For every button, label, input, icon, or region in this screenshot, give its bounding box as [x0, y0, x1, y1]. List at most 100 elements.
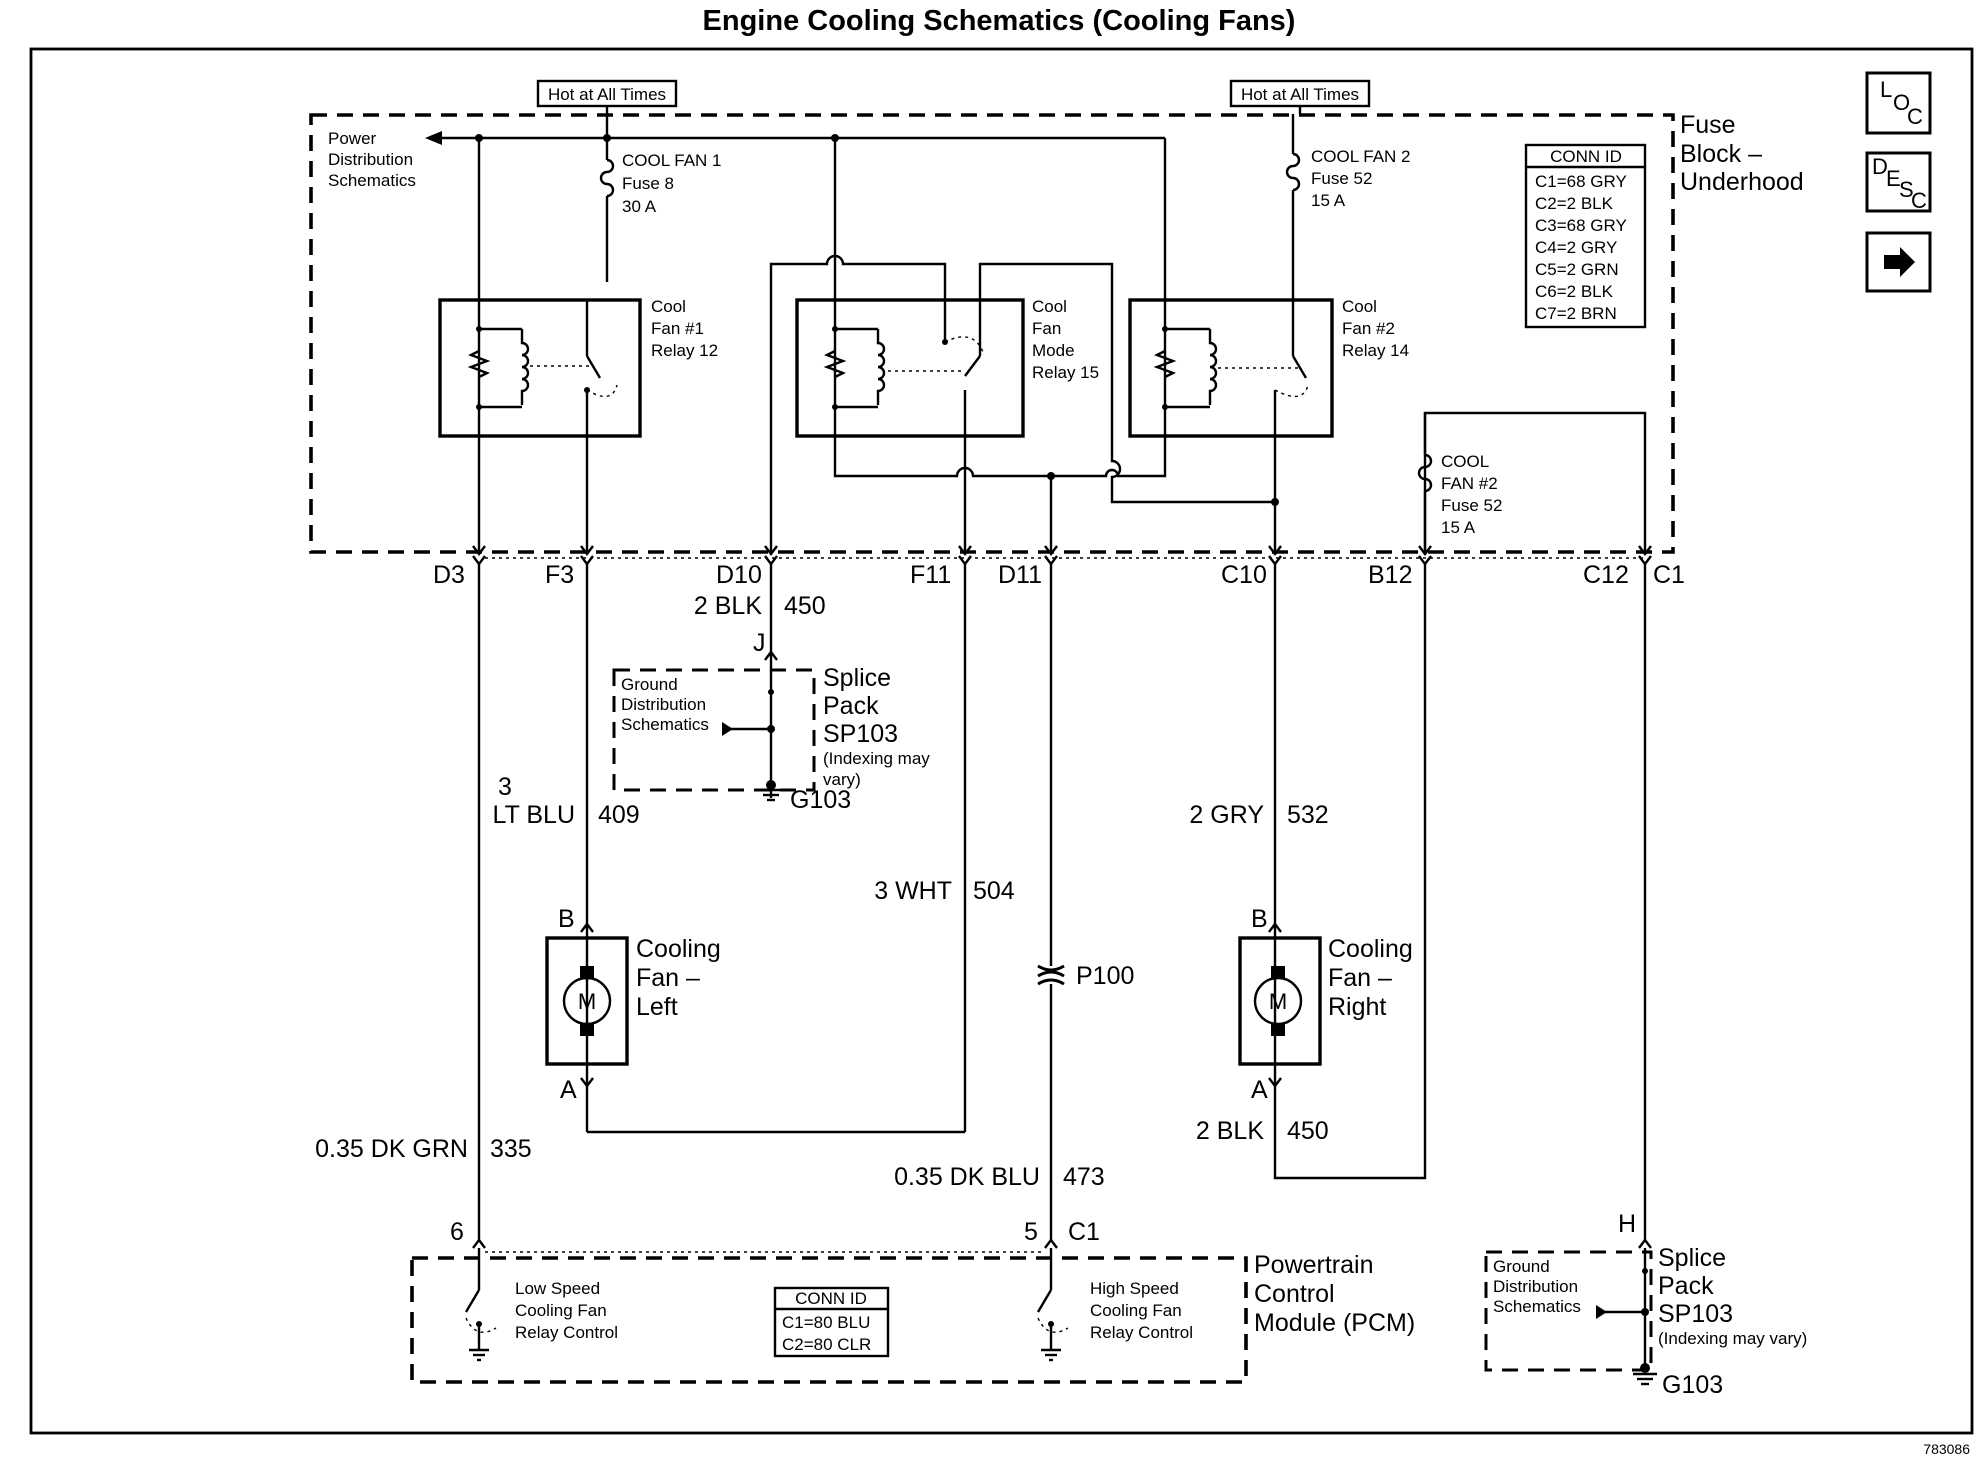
- pin-labels: D3 F3 D10 F11 D11 C10 B12 C12 C1: [433, 561, 1685, 589]
- splice-bottom-title: Splice Pack SP103 (Indexing may vary): [1658, 1244, 1807, 1348]
- splice-pack-top: [612, 650, 816, 798]
- svg-text:C2=80 CLR: C2=80 CLR: [782, 1335, 871, 1354]
- svg-text:FAN #2: FAN #2: [1441, 474, 1498, 493]
- svg-text:Ground: Ground: [1493, 1257, 1550, 1276]
- svg-text:D: D: [1872, 154, 1888, 179]
- svg-text:Relay Control: Relay Control: [1090, 1323, 1193, 1342]
- svg-text:L: L: [1880, 77, 1892, 102]
- inter-relay-wiring: [477, 254, 1647, 553]
- wire-wht-504: 3 WHT 504: [874, 877, 1015, 905]
- fan-left-pin-b: B: [558, 905, 575, 933]
- cool-fan-mode-relay: [795, 282, 1025, 438]
- fuse-cool-fan-2b-label: COOL FAN #2 Fuse 52 15 A: [1441, 452, 1502, 537]
- svg-text:Mode: Mode: [1032, 341, 1075, 360]
- wire-gry-532: 2 GRY 532: [1189, 801, 1328, 829]
- svg-text:Powertrain: Powertrain: [1254, 1251, 1374, 1279]
- cooling-fan-right: M: [1238, 922, 1322, 1088]
- wire-ltblu-409: 3 LT BLU 409: [493, 773, 640, 829]
- cool-fan-2-relay-label: Cool Fan #2 Relay 14: [1342, 297, 1409, 360]
- svg-text:C5=2 GRN: C5=2 GRN: [1535, 260, 1619, 279]
- p100-label: P100: [1076, 962, 1134, 990]
- cooling-fan-left: M: [545, 922, 629, 1088]
- svg-text:C10: C10: [1221, 561, 1267, 589]
- svg-text:S: S: [1899, 177, 1914, 202]
- desc-button[interactable]: D E S C: [1865, 151, 1932, 213]
- pcm-boundary: [410, 1238, 1248, 1384]
- svg-text:Cooling: Cooling: [636, 935, 721, 963]
- cool-fan-2-relay: [1128, 282, 1334, 438]
- svg-text:C4=2 GRY: C4=2 GRY: [1535, 238, 1617, 257]
- svg-text:409: 409: [598, 801, 640, 829]
- svg-text:Relay Control: Relay Control: [515, 1323, 618, 1342]
- loc-button[interactable]: L O C: [1865, 71, 1932, 135]
- pcm-title: Powertrain Control Module (PCM): [1254, 1251, 1415, 1337]
- svg-text:(Indexing may: (Indexing may: [823, 749, 930, 768]
- fuse-block-boundary: [309, 113, 1675, 554]
- svg-text:CONN ID: CONN ID: [795, 1289, 867, 1308]
- hot-at-all-times-left: Hot at All Times: [536, 79, 678, 108]
- svg-text:Distribution: Distribution: [1493, 1277, 1578, 1296]
- splice-top-ground-dist: Ground Distribution Schematics: [621, 675, 709, 734]
- wire-2blk-450-top: 2 BLK 450: [694, 592, 826, 620]
- svg-text:2 BLK: 2 BLK: [1196, 1117, 1264, 1145]
- svg-text:LT BLU: LT BLU: [493, 801, 575, 829]
- svg-text:450: 450: [784, 592, 826, 620]
- wire-2blk-450-bottom: 2 BLK 450: [1196, 1117, 1329, 1145]
- svg-text:0.35 DK BLU: 0.35 DK BLU: [894, 1163, 1040, 1191]
- svg-text:Power: Power: [328, 129, 377, 148]
- svg-text:C6=2 BLK: C6=2 BLK: [1535, 282, 1614, 301]
- cool-fan-mode-relay-label: Cool Fan Mode Relay 15: [1032, 297, 1099, 382]
- svg-text:Pack: Pack: [1658, 1272, 1714, 1300]
- ground-g103-top: G103: [790, 786, 851, 814]
- svg-text:Splice: Splice: [823, 664, 891, 692]
- svg-text:Fan #2: Fan #2: [1342, 319, 1395, 338]
- pcm-pin-6: 6: [450, 1218, 464, 1246]
- pcm-c1: C1: [1068, 1218, 1100, 1246]
- svg-text:F3: F3: [545, 561, 574, 589]
- svg-text:C12: C12: [1583, 561, 1629, 589]
- svg-text:Splice: Splice: [1658, 1244, 1726, 1272]
- svg-text:Relay 12: Relay 12: [651, 341, 718, 360]
- svg-text:Relay 15: Relay 15: [1032, 363, 1099, 382]
- svg-text:532: 532: [1287, 801, 1329, 829]
- svg-text:F11: F11: [910, 561, 951, 589]
- circuit-wires: [477, 564, 1647, 1240]
- ground-icon: [1633, 1363, 1657, 1386]
- conn-id-table-fuse-block: CONN ID C1=68 GRY C2=2 BLK C3=68 GRY C4=…: [1524, 143, 1647, 329]
- fuse-block-label: Fuse Block – Underhood: [1680, 111, 1804, 196]
- splice-pack-bottom: [1484, 1238, 1653, 1372]
- outer-frame: [29, 47, 1974, 1435]
- svg-text:15 A: 15 A: [1311, 191, 1346, 210]
- wire-dkblu-473: 0.35 DK BLU 473: [894, 1163, 1105, 1191]
- svg-text:Cool: Cool: [651, 297, 686, 316]
- svg-text:vary): vary): [823, 770, 861, 789]
- fan-left-label: Cooling Fan – Left: [636, 935, 721, 1021]
- next-page-button[interactable]: [1865, 231, 1932, 293]
- splice-top-title: Splice Pack SP103 (Indexing may vary): [823, 664, 930, 789]
- ground-icon: [759, 780, 783, 802]
- svg-text:M: M: [578, 989, 596, 1014]
- svg-text:Fan –: Fan –: [1328, 964, 1392, 992]
- svg-text:COOL FAN 1: COOL FAN 1: [622, 151, 722, 170]
- svg-text:Module (PCM): Module (PCM): [1254, 1309, 1415, 1337]
- svg-text:(Indexing may vary): (Indexing may vary): [1658, 1329, 1807, 1348]
- fan-right-pin-a: A: [1251, 1076, 1268, 1104]
- svg-text:Cooling: Cooling: [1328, 935, 1413, 963]
- svg-text:0.35 DK GRN: 0.35 DK GRN: [315, 1135, 468, 1163]
- svg-text:C2=2 BLK: C2=2 BLK: [1535, 194, 1614, 213]
- cool-fan-1-relay-label: Cool Fan #1 Relay 12: [651, 297, 718, 360]
- fan-left-pin-a: A: [560, 1076, 577, 1104]
- fan-right-pin-b: B: [1251, 905, 1268, 933]
- svg-text:Cooling Fan: Cooling Fan: [1090, 1301, 1182, 1320]
- splice-top-pin: J: [753, 629, 766, 657]
- high-speed-label: High Speed Cooling Fan Relay Control: [1090, 1279, 1193, 1342]
- svg-text:Hot at All Times: Hot at All Times: [548, 85, 666, 104]
- high-speed-switch: [1036, 1248, 1069, 1362]
- pcm-pin-5: 5: [1024, 1218, 1038, 1246]
- svg-text:Block –: Block –: [1680, 140, 1762, 168]
- svg-text:Relay 14: Relay 14: [1342, 341, 1409, 360]
- fan-right-label: Cooling Fan – Right: [1328, 935, 1413, 1021]
- svg-text:Schematics: Schematics: [1493, 1297, 1581, 1316]
- svg-text:C1=80 BLU: C1=80 BLU: [782, 1313, 870, 1332]
